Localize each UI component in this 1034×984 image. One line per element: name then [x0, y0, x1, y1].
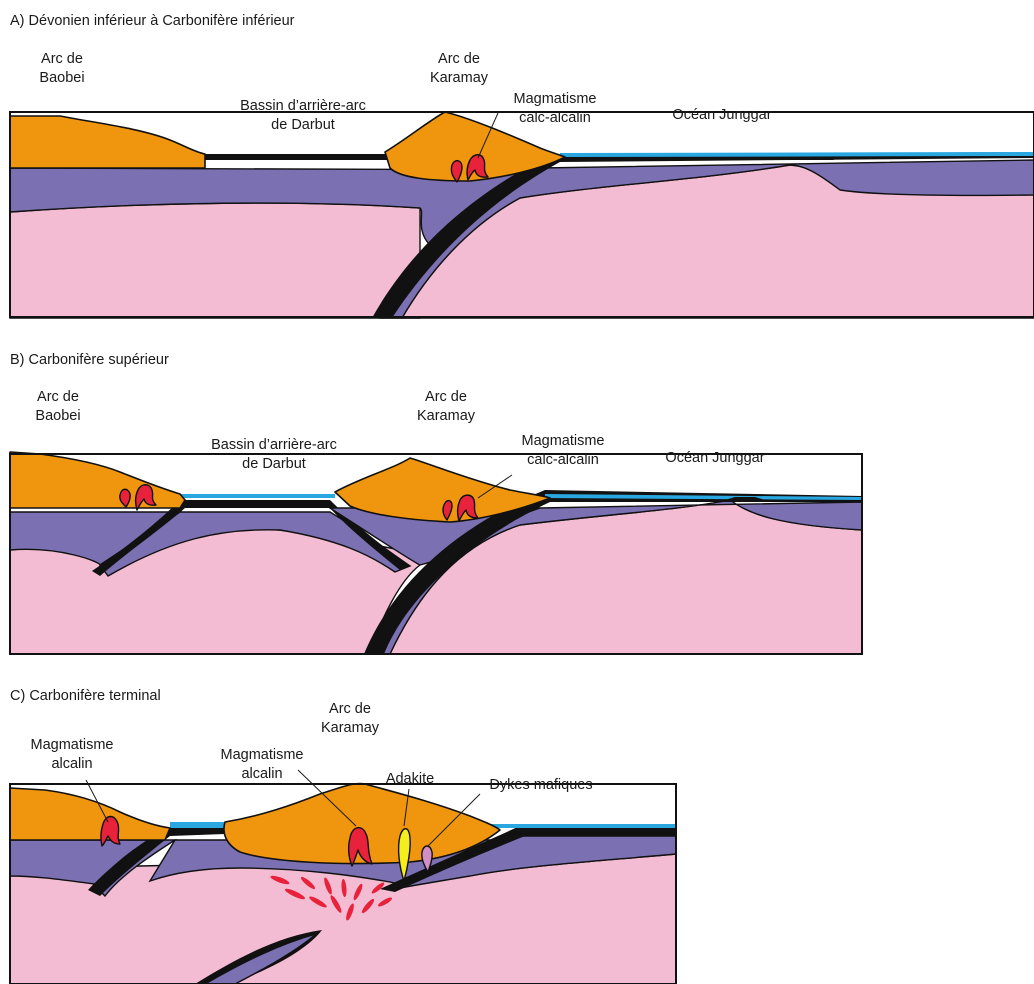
baobei-arc-b [10, 452, 185, 508]
ocean-junggar-label-b: Océan Junggar [665, 449, 764, 468]
adakite-label: Adakite [386, 770, 434, 789]
panel-b-cross-section [0, 340, 1034, 660]
baobei-arc-a [10, 116, 205, 168]
panel-c: C) Carbonifère terminal [0, 676, 1034, 984]
dykes-mafiques-label: Dykes mafiques [489, 776, 592, 795]
mantle-a [10, 203, 420, 318]
baobei-arc-c [10, 788, 170, 840]
backarc-floor-a [205, 154, 390, 160]
panel-a: A) Dévonien inférieur à Carbonifère infé… [0, 0, 1034, 320]
ocean-junggar-label-a: Océan Junggar [672, 106, 771, 125]
panel-c-cross-section [0, 676, 1034, 984]
panel-a-cross-section [0, 0, 1034, 320]
